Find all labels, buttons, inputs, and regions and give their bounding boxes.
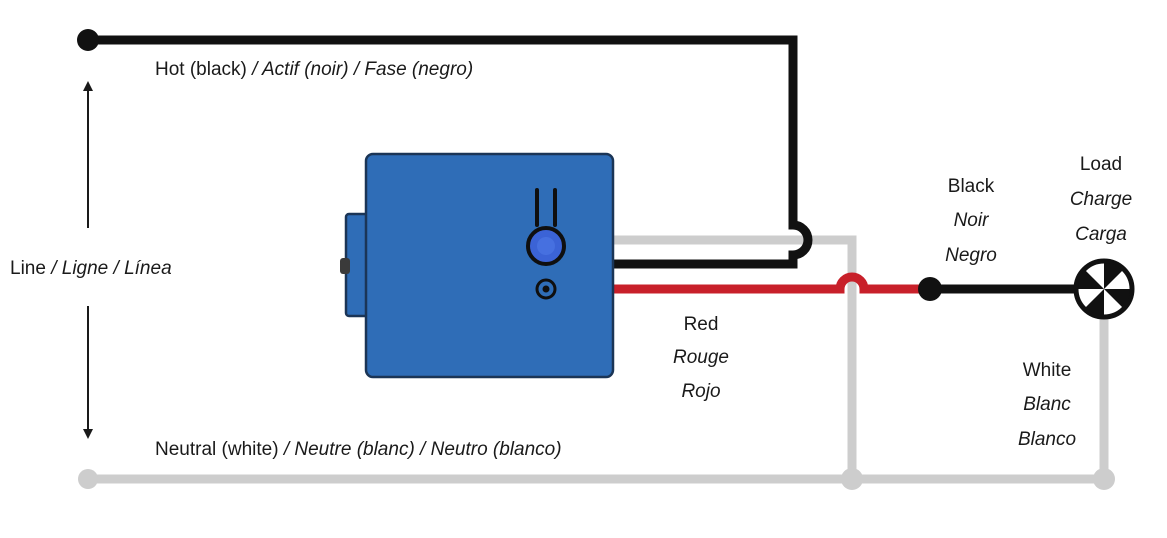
black-label-es: Negro — [945, 245, 997, 266]
white-label-en: White — [1023, 360, 1072, 381]
neutral-label: Neutral (white) / Neutre (blanc) / Neutr… — [155, 439, 562, 460]
red-label-en: Red — [684, 314, 719, 335]
hot-label: Hot (black) / Actif (noir) / Fase (negro… — [155, 59, 473, 80]
neutral-wire-group — [78, 235, 1115, 490]
load-label-es: Carga — [1075, 224, 1127, 245]
red-wire — [612, 272, 930, 294]
black-splice-dot — [918, 277, 942, 301]
white-label-fr: Blanc — [1023, 394, 1071, 415]
red-label-fr: Rouge — [673, 347, 729, 368]
neutral-terminal-dot — [78, 469, 98, 489]
light-bulb-symbol-icon — [1073, 258, 1135, 320]
red-label-es: Rojo — [681, 381, 720, 402]
neutral-switch-wire — [612, 235, 857, 479]
white-label-es: Blanco — [1018, 429, 1076, 450]
black-label-fr: Noir — [954, 210, 990, 231]
load-label-fr: Charge — [1070, 189, 1132, 210]
hot-terminal-dot — [77, 29, 99, 51]
hot-wire — [88, 35, 813, 269]
line-label: Line / Ligne / Línea — [10, 258, 172, 279]
load-label-en: Load — [1080, 154, 1122, 175]
black-label-en: Black — [948, 176, 995, 197]
neutral-junction-dot — [841, 468, 863, 490]
neutral-end-dot — [1093, 468, 1115, 490]
smart-switch-module-icon — [340, 152, 615, 379]
